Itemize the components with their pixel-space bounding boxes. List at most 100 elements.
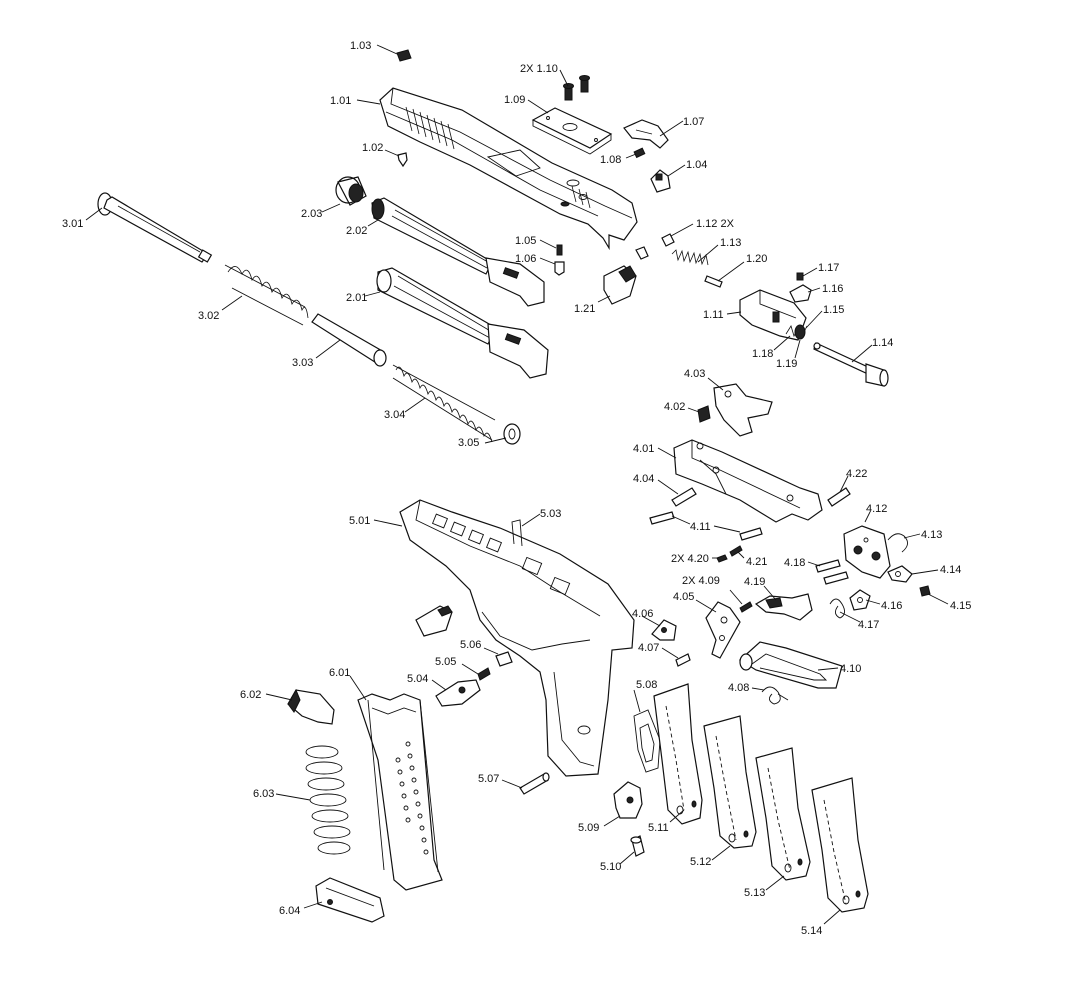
- part-2-01-barrel: 2.01: [346, 267, 549, 379]
- label-1-09: 1.09: [504, 94, 525, 106]
- label-3-04: 3.04: [384, 409, 405, 421]
- part-1-18: 1.18: [752, 335, 791, 360]
- label-4-11: 4.11: [690, 521, 711, 533]
- part-3-02-recoil-spring: 3.02: [198, 264, 309, 326]
- part-1-15-spring: 1.15: [785, 304, 844, 340]
- part-1-01-slide: 1.01: [330, 87, 638, 251]
- label-4-10: 4.10: [840, 663, 861, 675]
- frame-group: 5.01 5.03 5.06 5.05 5.04: [349, 499, 869, 937]
- label-4-02: 4.02: [664, 401, 685, 413]
- label-5-08: 5.08: [636, 679, 657, 691]
- part-5-07-pin: 5.07: [478, 772, 550, 795]
- label-1-12-2x: 1.12 2X: [696, 218, 735, 230]
- part-5-13-backstrap: 5.13: [744, 747, 811, 899]
- slide-serrations: [405, 106, 591, 209]
- slide-group: 1.03 1.01: [330, 40, 893, 387]
- part-1-06-firing-pin-block: 1.06: [515, 253, 565, 276]
- part-3-05-buffer: 3.05: [458, 423, 521, 449]
- label-1-05: 1.05: [515, 235, 536, 247]
- label-5-04: 5.04: [407, 673, 428, 685]
- label-1-06: 1.06: [515, 253, 536, 265]
- part-6-03-magazine-spring: 6.03: [253, 745, 351, 855]
- part-4-18-pins: 4.18: [784, 557, 849, 585]
- label-4-18: 4.18: [784, 557, 805, 569]
- label-5-11: 5.11: [648, 822, 669, 834]
- label-1-21: 1.21: [574, 303, 595, 315]
- label-2-03: 2.03: [301, 208, 322, 220]
- label-1-02: 1.02: [362, 142, 383, 154]
- part-1-20-pin: 1.20: [704, 253, 767, 288]
- label-1-19: 1.19: [776, 358, 797, 370]
- part-1-02-pin: 1.02: [362, 142, 408, 168]
- label-1-13: 1.13: [720, 237, 741, 249]
- label-1-16: 1.16: [822, 283, 843, 295]
- part-1-16-plunger: 1.16: [789, 283, 843, 303]
- part-4-03-ejector: 4.03: [684, 368, 773, 437]
- label-2x-4-20: 2X 4.20: [671, 553, 709, 565]
- label-4-12: 4.12: [866, 503, 887, 515]
- part-4-06-slide-stop: 4.06: [632, 608, 677, 641]
- fire-control-group: 4.03 4.02 4.01 4.04 4.22: [632, 368, 971, 705]
- label-6-03: 6.03: [253, 788, 274, 800]
- part-4-02-spring: 4.02: [664, 401, 711, 423]
- part-4-10-trigger-guard: 4.10: [739, 641, 861, 689]
- label-1-15: 1.15: [823, 304, 844, 316]
- barrel-group: 2.03 2.02 2.01: [301, 176, 549, 379]
- part-4-13-spring: 4.13: [887, 529, 942, 553]
- part-4-04-pin: 4.04: [633, 473, 697, 507]
- part-1-21-slide-cap: 1.21: [574, 265, 637, 315]
- part-5-10-screw: 5.10: [600, 835, 645, 873]
- part-6-02-follower: 6.02: [240, 688, 335, 725]
- part-2-02-threaded-barrel: 2.02: [346, 197, 545, 307]
- label-5-10: 5.10: [600, 861, 621, 873]
- label-4-16: 4.16: [881, 600, 902, 612]
- label-1-07: 1.07: [683, 116, 704, 128]
- part-1-11-striker-housing: 1.11: [703, 289, 807, 341]
- label-2-01: 2.01: [346, 292, 367, 304]
- label-3-01: 3.01: [62, 218, 83, 230]
- label-1-03: 1.03: [350, 40, 371, 52]
- part-1-14-striker: 1.14: [813, 337, 893, 387]
- label-4-03: 4.03: [684, 368, 705, 380]
- part-1-13-firing-pin-spring: 1.13: [671, 237, 741, 266]
- part-5-09-insert: 5.09: [578, 781, 643, 834]
- part-1-12-pins: 1.12 2X: [661, 218, 735, 247]
- label-4-21: 4.21: [746, 556, 767, 568]
- label-4-08: 4.08: [728, 682, 749, 694]
- part-4-21-pin: 4.21: [729, 545, 767, 568]
- part-1-10-screws: 2X 1.10: [520, 63, 590, 101]
- part-3-04-spring: 3.04: [384, 364, 496, 443]
- part-6-04-base-plate: 6.04: [279, 877, 385, 923]
- label-6-01: 6.01: [329, 667, 350, 679]
- label-2x-4-09: 2X 4.09: [682, 575, 720, 587]
- label-5-13: 5.13: [744, 887, 765, 899]
- part-1-19: 1.19: [776, 339, 801, 370]
- part-5-06-catch: 5.06: [460, 639, 513, 667]
- part-1-17-detent: 1.17: [796, 262, 839, 281]
- part-5-01-frame: 5.01: [349, 499, 635, 777]
- part-4-01-chassis: 4.01: [633, 439, 823, 523]
- part-2-03-compensator: 2.03: [301, 176, 367, 220]
- part-1-08-spring: 1.08: [600, 147, 646, 166]
- magazine-group: 6.01 6.02 6.03 6.04: [240, 667, 443, 923]
- label-4-05: 4.05: [673, 591, 694, 603]
- label-1-01: 1.01: [330, 95, 351, 107]
- label-4-06: 4.06: [632, 608, 653, 620]
- part-5-12-backstrap: 5.12: [690, 715, 757, 868]
- label-3-05: 3.05: [458, 437, 479, 449]
- label-5-07: 5.07: [478, 773, 499, 785]
- label-2-02: 2.02: [346, 225, 367, 237]
- frame-cutouts: [431, 513, 571, 596]
- magazine-witness-holes: [395, 741, 429, 855]
- label-4-19: 4.19: [744, 576, 765, 588]
- label-4-14: 4.14: [940, 564, 961, 576]
- label-4-22: 4.22: [846, 468, 867, 480]
- part-1-07-extractor: 1.07: [623, 116, 704, 149]
- label-5-09: 5.09: [578, 822, 599, 834]
- label-5-14: 5.14: [801, 925, 822, 937]
- recoil-group: 3.01 3.02 3.03 3.04 3.05: [62, 192, 521, 449]
- label-6-04: 6.04: [279, 905, 300, 917]
- part-4-15-detent: 4.15: [919, 585, 971, 612]
- label-5-12: 5.12: [690, 856, 711, 868]
- part-5-03-spring: 5.03: [511, 508, 561, 547]
